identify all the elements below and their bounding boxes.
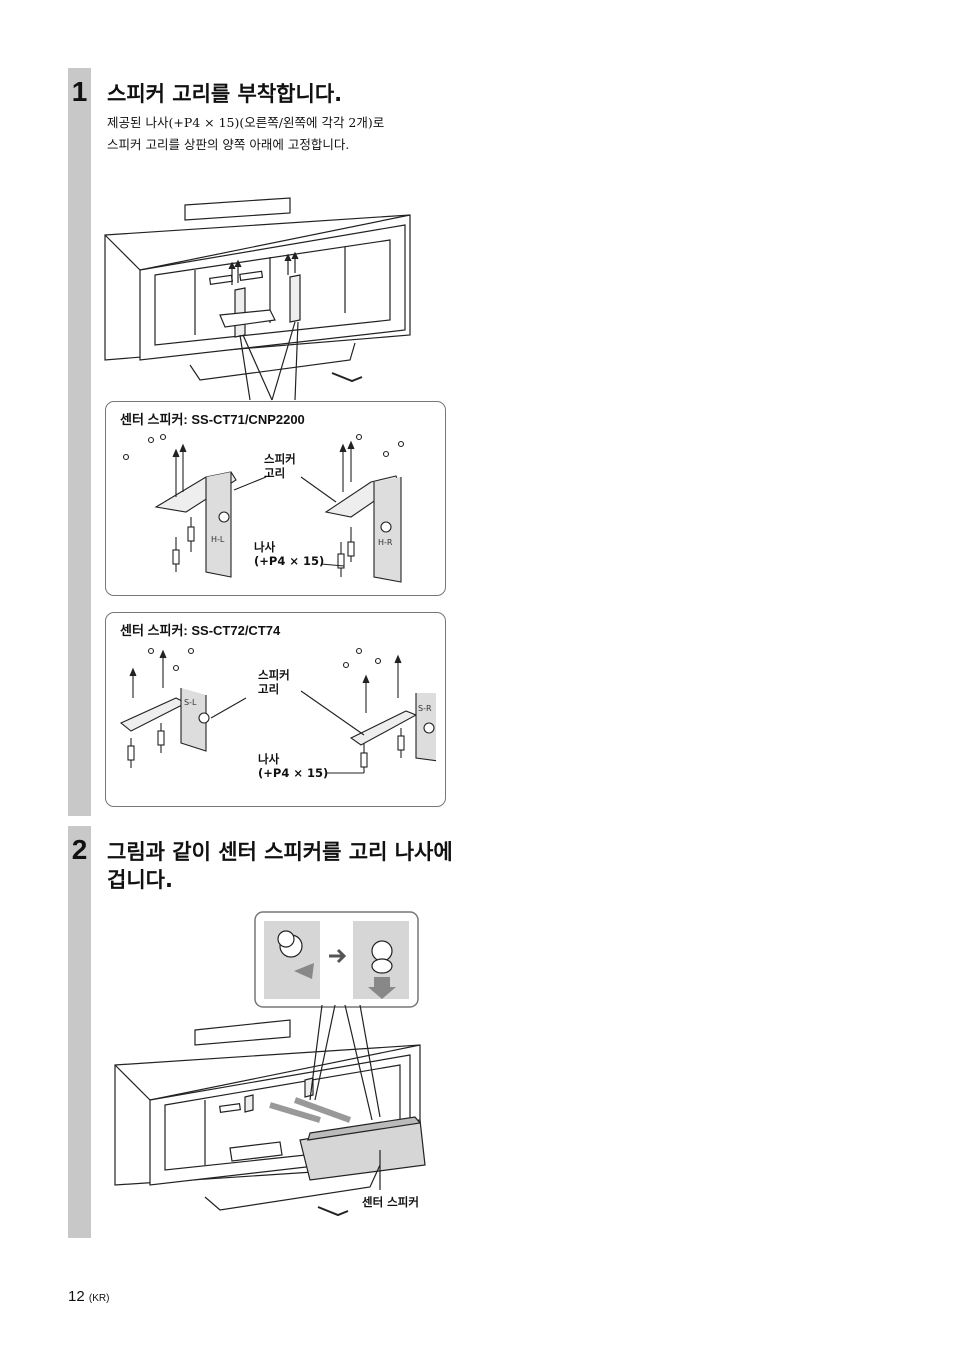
tv-stand-illustration	[104, 197, 411, 401]
center-speaker-label: 센터 스피커	[362, 1195, 419, 1209]
speaker-ct72-panel: 센터 스피커: SS-CT72/CT74 S-L S-R	[105, 612, 446, 807]
step-1-number: 1	[71, 76, 88, 107]
language-code: (KR)	[88, 1293, 110, 1304]
hook-detail-inset	[254, 911, 419, 1008]
step-1-instruction-line-1: 제공된 나사(+P4 × 15)(오른쪽/왼쪽에 각각 2개)로	[107, 115, 385, 130]
page-footer: 12 (KR)	[68, 1288, 109, 1305]
panel-2-screw-label: 나사 (+P4 × 15)	[258, 752, 329, 780]
right-bracket-mark-2: S-R	[418, 704, 432, 713]
panel-2-hook-label: 스피커 고리	[258, 668, 290, 696]
page-number: 12	[68, 1288, 85, 1305]
step-2-title-line-1: 그림과 같이 센터 스피커를 고리 나사에	[107, 840, 453, 864]
step-1-title: 스피커 고리를 부착합니다.	[107, 82, 343, 106]
left-bracket-mark-2: S-L	[184, 698, 197, 707]
tv-stand-with-speaker-illustration	[114, 1005, 426, 1217]
step-2-sidebar	[68, 826, 91, 1238]
step-1-sidebar	[68, 68, 91, 816]
panel-1-title: 센터 스피커: SS-CT71/CNP2200	[120, 412, 305, 427]
hook-ct71-illustration: H-L H-R	[122, 433, 405, 583]
left-bracket-mark: H-L	[211, 535, 225, 544]
step-2-number: 2	[71, 834, 88, 865]
speaker-ct71-panel: 센터 스피커: SS-CT71/CNP2200 H-L H-R	[105, 401, 446, 596]
panel-1-screw-label: 나사 (+P4 × 15)	[254, 540, 325, 568]
step-1-instruction-line-2: 스피커 고리를 상판의 양쪽 아래에 고정합니다.	[107, 137, 350, 152]
hook-ct72-illustration: S-L S-R	[119, 647, 436, 774]
right-bracket-mark: H-R	[378, 538, 393, 547]
panel-2-title: 센터 스피커: SS-CT72/CT74	[120, 623, 281, 638]
panel-1-hook-label: 스피커 고리	[264, 452, 296, 480]
step-2-title-line-2: 겁니다.	[107, 868, 173, 892]
